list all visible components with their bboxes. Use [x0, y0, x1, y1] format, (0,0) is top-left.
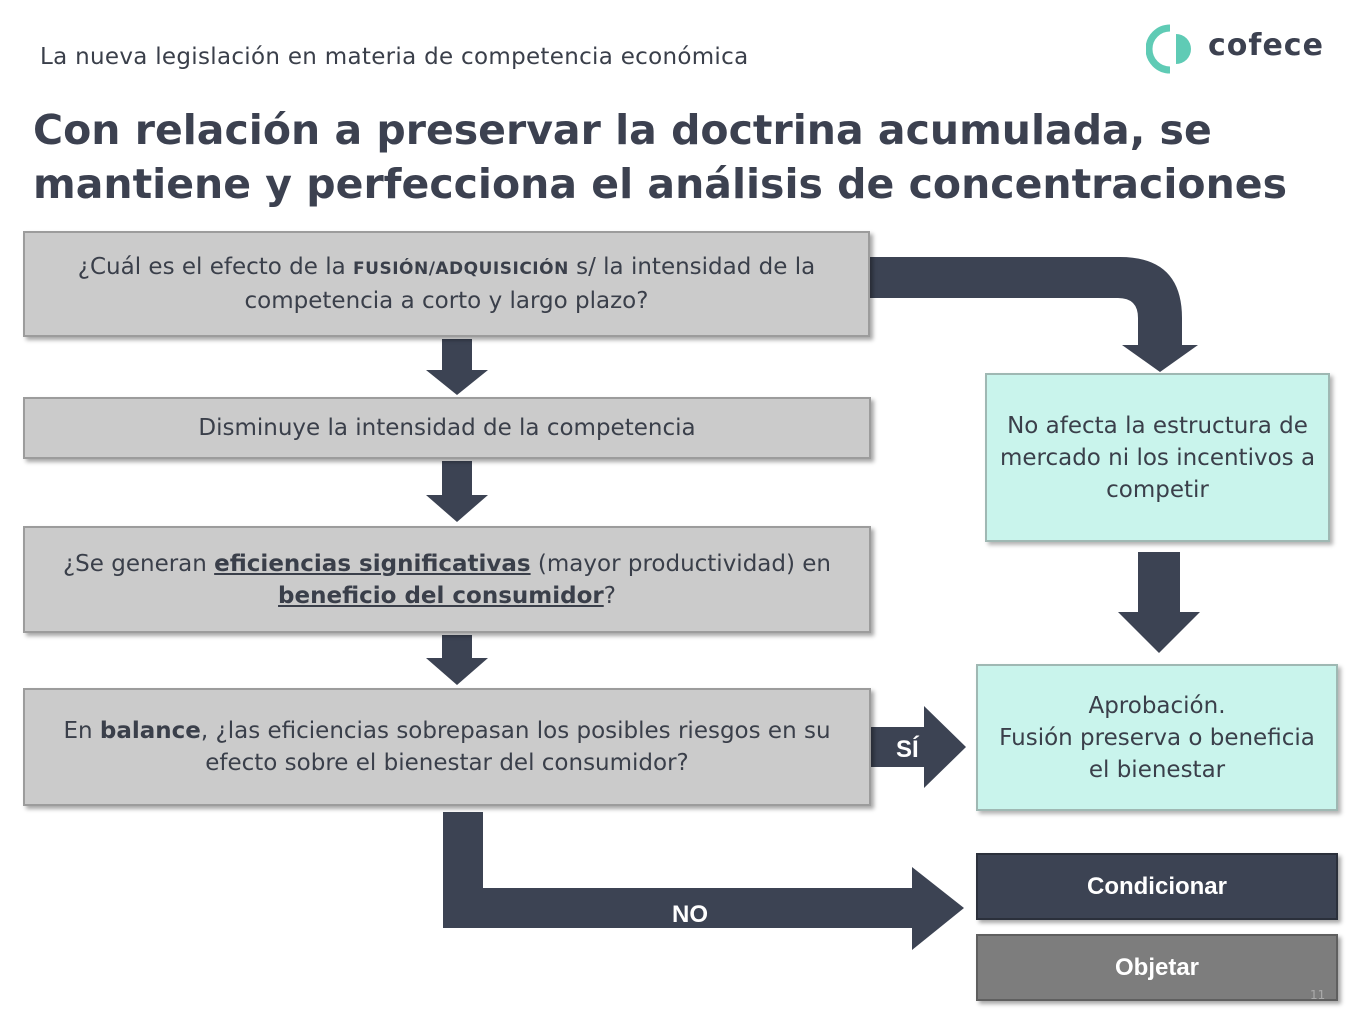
- q4-text-start: En: [63, 718, 100, 744]
- object-button[interactable]: Objetar: [976, 934, 1338, 1001]
- page-number: 11: [1310, 988, 1326, 1002]
- q1-caps: FUSIÓN/ADQUISICIÓN: [353, 259, 569, 279]
- object-button-label: Objetar: [1114, 953, 1200, 981]
- cofece-logo-icon: [1145, 24, 1191, 74]
- page-title: Con relación a preservar la doctrina acu…: [33, 106, 1287, 208]
- q3-text-start: ¿Se generan: [62, 550, 215, 577]
- cofece-logo: cofece: [1145, 24, 1323, 74]
- down-arrow-2: [426, 461, 488, 522]
- q3-underlined-efficiencies: eficiencias significativas: [214, 550, 531, 577]
- curved-arrow-to-no-effect: [870, 257, 1198, 372]
- logo-wordmark: cofece: [1208, 28, 1324, 63]
- q4-bold-balance: balance: [99, 718, 201, 744]
- step2-text: Disminuye la intensidad de la competenci…: [198, 415, 696, 441]
- yes-arrow: [870, 706, 966, 788]
- balance-question-box: En balance, ¿las eficiencias sobrepasan …: [23, 688, 871, 806]
- condition-button[interactable]: Condicionar: [976, 853, 1338, 920]
- condition-button-label: Condicionar: [1086, 872, 1227, 900]
- q1-text-end: s/ la intensidad de la competencia a cor…: [244, 254, 816, 314]
- decreases-competition-box: Disminuye la intensidad de la competenci…: [23, 397, 871, 459]
- question-effect-box: ¿Cuál es el efecto de la FUSIÓN/ADQUISIC…: [23, 231, 870, 337]
- q1-text-start: ¿Cuál es el efecto de la: [77, 254, 354, 280]
- q4-text-end: , ¿las eficiencias sobrepasan los posibl…: [200, 718, 831, 776]
- approval-text: Fusión preserva o beneficia el bienestar: [999, 724, 1315, 783]
- slide-subtitle: La nueva legislación en materia de compe…: [40, 44, 749, 70]
- q3-text-mid: (mayor productividad) en: [530, 550, 832, 577]
- q3-underlined-benefit: beneficio del consumidor: [278, 582, 604, 609]
- down-arrow-to-approval: [1118, 552, 1200, 653]
- no-label: NO: [672, 901, 708, 928]
- down-arrow-3: [426, 635, 488, 685]
- efficiencies-question-box: ¿Se generan eficiencias significativas (…: [23, 526, 871, 633]
- no-effect-box: No afecta la estructura de mercado ni lo…: [985, 373, 1330, 542]
- yes-label: SÍ: [896, 736, 919, 763]
- approval-title: Aprobación.: [1088, 692, 1226, 719]
- down-arrow-1: [426, 339, 488, 395]
- no-arrow: [443, 812, 964, 950]
- no-effect-text: No afecta la estructura de mercado ni lo…: [999, 412, 1316, 503]
- approval-box: Aprobación. Fusión preserva o beneficia …: [976, 664, 1338, 811]
- q3-text-end: ?: [603, 582, 616, 609]
